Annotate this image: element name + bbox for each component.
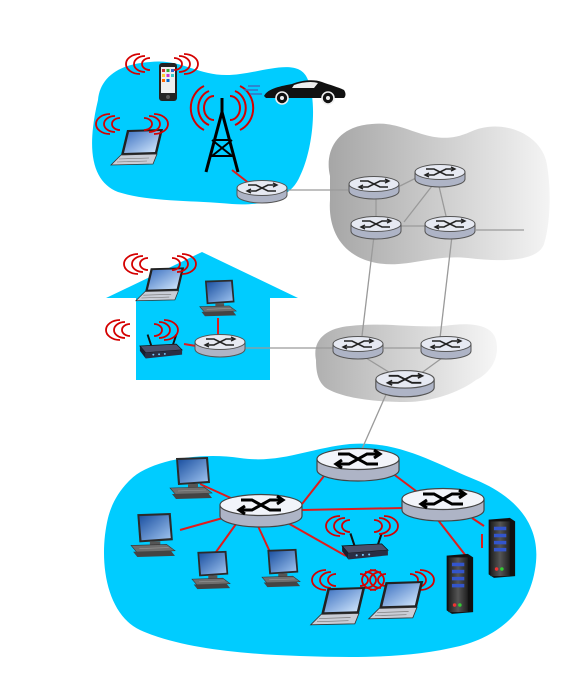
router-large-icon xyxy=(218,492,304,529)
router-icon xyxy=(332,335,384,360)
mobile-network-region xyxy=(92,61,314,205)
cell-tower-icon xyxy=(189,85,255,173)
smartphone-icon xyxy=(159,63,177,101)
router-icon xyxy=(414,163,466,188)
router-icon xyxy=(194,333,246,358)
router-icon xyxy=(348,175,400,200)
router-icon xyxy=(420,335,472,360)
router-icon xyxy=(424,215,476,240)
server-icon xyxy=(446,553,474,614)
home-network-region xyxy=(106,252,298,380)
router-large-icon xyxy=(315,447,401,483)
router-icon xyxy=(374,369,436,398)
router-icon xyxy=(350,215,402,240)
server-icon xyxy=(488,517,516,578)
router-icon xyxy=(236,179,288,204)
router-large-icon xyxy=(400,486,486,523)
